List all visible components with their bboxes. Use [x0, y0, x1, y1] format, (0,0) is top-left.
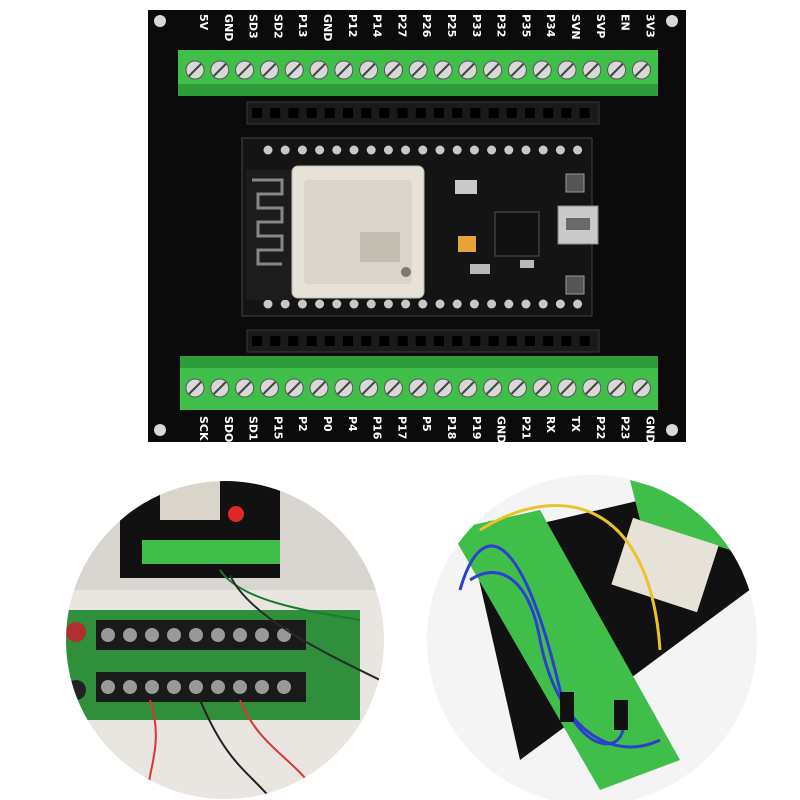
- module-logo: [360, 232, 400, 262]
- bottom-pin-label: P17: [395, 416, 408, 439]
- bottom-pin-label: P5: [420, 416, 433, 432]
- bottom-pin-label: RX: [544, 416, 557, 433]
- bottom-pin-labels: SCK SDO SD1 P15 P2 P0 P4 P16 P17 P5 P18 P19 GND P21 RX…: [197, 416, 656, 443]
- mounting-hole: [666, 424, 678, 436]
- bottom-pin-label: P21: [519, 416, 532, 439]
- bottom-pin-label: SCK: [197, 416, 210, 441]
- top-pin-label: P13: [296, 14, 309, 37]
- top-pin-label: P35: [519, 14, 532, 37]
- top-pin-label: 3V3: [643, 14, 656, 38]
- top-pin-label: P25: [445, 14, 458, 37]
- bottom-pin-label: P18: [445, 416, 458, 439]
- angled-module: [611, 517, 719, 613]
- yellow-jumper-wire: [479, 503, 662, 651]
- top-pin-label: SD2: [271, 14, 284, 39]
- terminal-block-wiring-photo: [65, 480, 385, 800]
- top-pin-label: P34: [544, 14, 557, 38]
- capacitor: [458, 236, 476, 252]
- bottom-pin-label: P16: [371, 416, 384, 440]
- top-pin-label: SVP: [594, 14, 607, 39]
- top-pin-label: P27: [395, 14, 408, 37]
- red-led: [228, 506, 244, 522]
- bottom-pin-label: P2: [296, 416, 309, 432]
- top-pin-label: P33: [470, 14, 483, 37]
- bottom-pin-label: SDO: [222, 416, 235, 442]
- bottom-pin-label: GND: [643, 416, 656, 443]
- mounting-hole: [666, 15, 678, 27]
- bottom-pin-label: P0: [321, 416, 334, 432]
- blue-jumper-wire: [458, 544, 626, 746]
- bottom-pin-label: P19: [470, 416, 483, 439]
- bottom-pin-label: P22: [594, 416, 607, 439]
- top-pin-label: P14: [371, 14, 384, 38]
- bottom-pin-label: TX: [569, 416, 582, 433]
- boot-button: [565, 275, 585, 295]
- top-pin-label: P26: [420, 14, 433, 38]
- bottom-pin-label: P23: [619, 416, 632, 439]
- reset-button: [565, 173, 585, 193]
- bottom-pin-label: P4: [346, 416, 359, 432]
- bottom-pin-label: P15: [271, 416, 284, 439]
- top-pin-label: P32: [495, 14, 508, 37]
- top-pin-label: SVN: [569, 14, 582, 40]
- usb-uart-chip: [494, 211, 540, 257]
- top-pin-labels: 5V GND SD3 SD2 P13 GND P12 P14 P27 P26 P25 P33 P32 P3…: [197, 14, 656, 41]
- mounting-hole: [154, 424, 166, 436]
- top-pin-label: 5V: [197, 14, 210, 31]
- bottom-pin-label: GND: [495, 416, 508, 443]
- top-pin-label: P12: [346, 14, 359, 37]
- top-pin-label: GND: [222, 14, 235, 41]
- bottom-screws: [185, 378, 651, 398]
- top-pin-label: EN: [619, 14, 632, 31]
- mounting-hole: [154, 15, 166, 27]
- top-screws: [185, 60, 651, 80]
- jumper-wire-closeup-photo: [426, 474, 758, 800]
- regulator-chip: [455, 180, 477, 194]
- top-pin-label: GND: [321, 14, 334, 41]
- top-pin-label: SD3: [247, 14, 260, 39]
- bottom-pin-label: SD1: [247, 416, 260, 441]
